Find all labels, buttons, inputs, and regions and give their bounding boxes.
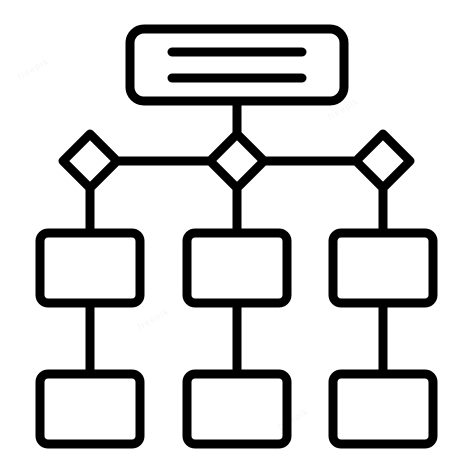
left-bottom-box	[35, 369, 145, 449]
center-middle-box	[182, 228, 292, 308]
center-decision-diamond	[205, 129, 269, 193]
right-middle-box	[328, 228, 438, 308]
center-bottom-box	[182, 369, 292, 449]
left-decision-diamond	[58, 129, 122, 193]
watermark-text: freepik	[136, 306, 170, 332]
watermark-text: freepik	[16, 56, 50, 82]
right-bottom-box	[328, 369, 438, 449]
left-middle-box	[35, 228, 145, 308]
watermark-text: freepik	[276, 406, 310, 432]
top-header-box	[125, 24, 349, 106]
right-decision-diamond	[351, 129, 415, 193]
